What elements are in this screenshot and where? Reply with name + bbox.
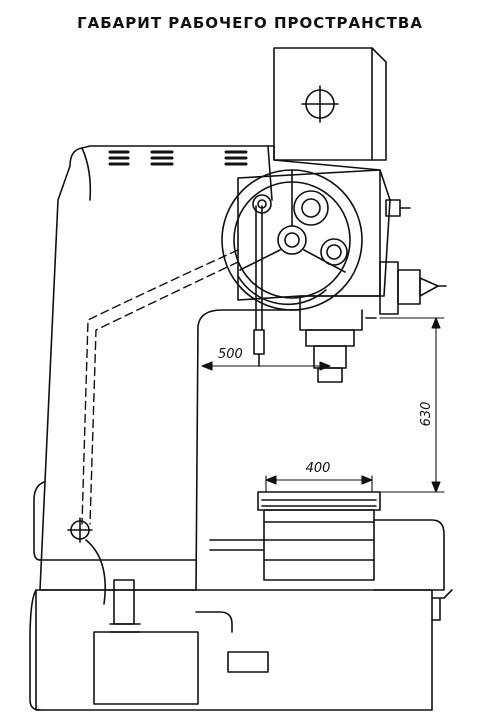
handwheel xyxy=(67,517,106,605)
table-knee xyxy=(209,519,445,591)
diagram-title: ГАБАРИТ РАБОЧЕГО ПРОСТРАНСТВА xyxy=(77,14,423,32)
column-top-hole xyxy=(301,85,339,123)
drain-fitting xyxy=(431,589,453,621)
dimension-500-label: 500 xyxy=(218,347,243,362)
side-controls xyxy=(379,199,447,315)
turret-disc xyxy=(221,169,363,311)
dimension-400-label: 400 xyxy=(306,461,331,476)
head-housing xyxy=(237,169,391,301)
dimension-630-label: 630 xyxy=(419,402,434,427)
dimension-630 xyxy=(379,317,445,493)
side-shield xyxy=(33,481,45,561)
dimension-500 xyxy=(201,361,331,371)
work-table xyxy=(257,491,381,581)
machine-base xyxy=(29,589,433,711)
hose-dashed xyxy=(81,249,239,525)
vent-slots xyxy=(108,150,248,166)
dimension-400 xyxy=(265,475,373,493)
lever-rod xyxy=(253,205,265,367)
column-top xyxy=(273,47,387,161)
coolant-pump xyxy=(93,579,233,705)
spindle xyxy=(299,309,377,383)
